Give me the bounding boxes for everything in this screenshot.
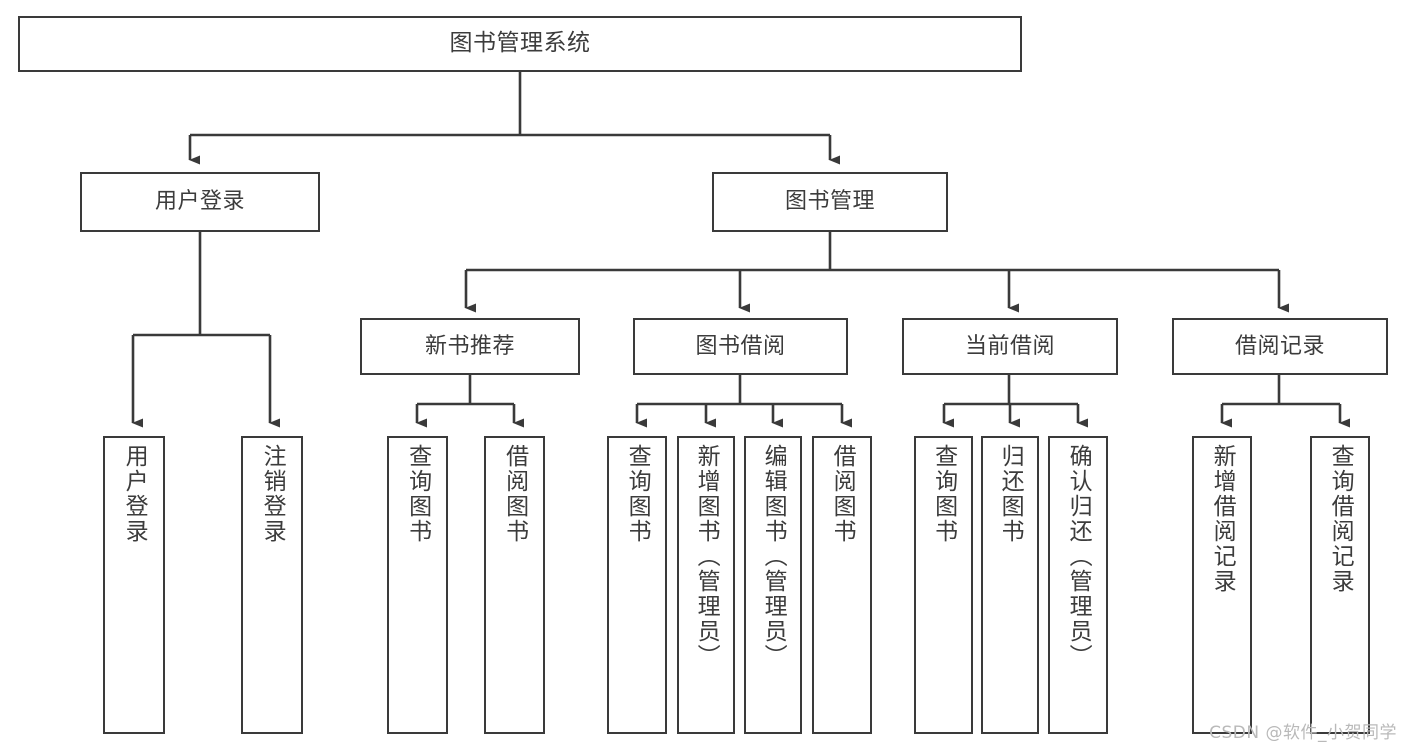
leaf-book-borrow-add-label: 新增图书（管理员） — [693, 444, 720, 669]
leaf-user-login-login[interactable]: 用户登录 — [103, 436, 165, 734]
leaf-new-book-borrow[interactable]: 借阅图书 — [484, 436, 545, 734]
leaf-user-login-logout[interactable]: 注销登录 — [241, 436, 303, 734]
node-borrow-record-label: 借阅记录 — [1234, 333, 1325, 359]
node-new-book-recommend-label: 新书推荐 — [424, 333, 515, 359]
leaf-book-borrow-borrow[interactable]: 借阅图书 — [812, 436, 872, 734]
node-user-login-label: 用户登录 — [154, 189, 245, 215]
node-new-book-recommend[interactable]: 新书推荐 — [360, 318, 580, 375]
leaf-book-borrow-query-label: 查询图书 — [624, 444, 651, 544]
node-book-management-label: 图书管理 — [784, 189, 875, 215]
leaf-new-book-borrow-label: 借阅图书 — [501, 444, 528, 544]
leaf-book-borrow-edit-label: 编辑图书（管理员） — [760, 444, 787, 669]
leaf-borrow-record-query[interactable]: 查询借阅记录 — [1310, 436, 1370, 734]
node-current-borrow-label: 当前借阅 — [964, 333, 1055, 359]
node-book-borrow-label: 图书借阅 — [695, 333, 786, 359]
leaf-book-borrow-borrow-label: 借阅图书 — [829, 444, 856, 544]
leaf-current-borrow-confirm[interactable]: 确认归还（管理员） — [1048, 436, 1108, 734]
leaf-book-borrow-query[interactable]: 查询图书 — [607, 436, 667, 734]
watermark: CSDN @软件_小贺同学 — [1209, 723, 1397, 743]
leaf-current-borrow-return-label: 归还图书 — [997, 444, 1024, 544]
leaf-new-book-query[interactable]: 查询图书 — [387, 436, 448, 734]
leaf-borrow-record-add[interactable]: 新增借阅记录 — [1192, 436, 1252, 734]
node-root-label: 图书管理系统 — [449, 30, 591, 57]
leaf-borrow-record-query-label: 查询借阅记录 — [1327, 444, 1354, 594]
node-book-borrow[interactable]: 图书借阅 — [633, 318, 848, 375]
leaf-new-book-query-label: 查询图书 — [404, 444, 431, 544]
node-user-login[interactable]: 用户登录 — [80, 172, 320, 232]
leaf-current-borrow-confirm-label: 确认归还（管理员） — [1065, 444, 1092, 669]
node-book-management[interactable]: 图书管理 — [712, 172, 948, 232]
leaf-user-login-logout-label: 注销登录 — [259, 444, 286, 544]
leaf-book-borrow-edit[interactable]: 编辑图书（管理员） — [744, 436, 802, 734]
node-root[interactable]: 图书管理系统 — [18, 16, 1022, 72]
leaf-book-borrow-add[interactable]: 新增图书（管理员） — [677, 436, 735, 734]
node-current-borrow[interactable]: 当前借阅 — [902, 318, 1118, 375]
leaf-current-borrow-query-label: 查询图书 — [930, 444, 957, 544]
leaf-current-borrow-query[interactable]: 查询图书 — [914, 436, 973, 734]
leaf-borrow-record-add-label: 新增借阅记录 — [1209, 444, 1236, 594]
leaf-user-login-login-label: 用户登录 — [121, 444, 148, 544]
leaf-current-borrow-return[interactable]: 归还图书 — [981, 436, 1039, 734]
node-borrow-record[interactable]: 借阅记录 — [1172, 318, 1388, 375]
